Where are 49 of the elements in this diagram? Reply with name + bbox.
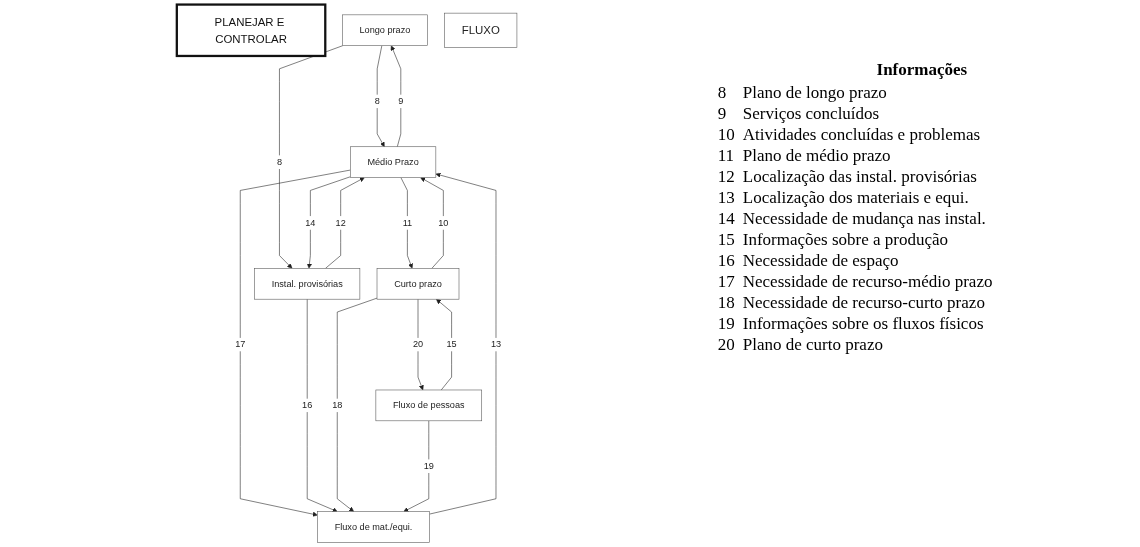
flow-number: 9 <box>716 103 728 124</box>
node-box: PLANEJAR E CONTROLAR <box>175 3 327 58</box>
flow-description: Localização das instal. provisórias <box>741 166 978 187</box>
node-box: Médio Prazo <box>350 146 437 178</box>
flow-description: Serviços concluídos <box>741 103 881 124</box>
node-box: Instal. provisórias <box>254 268 361 300</box>
flow-description: Atividades concluídas e problemas <box>741 124 982 145</box>
edge-label: 9 <box>398 96 404 106</box>
flow-number: 10 <box>716 124 736 145</box>
edge-label: 12 <box>335 217 346 228</box>
flow-description: Plano de curto prazo <box>741 334 884 355</box>
edge-label: 18 <box>332 400 343 410</box>
flow-number: 20 <box>716 334 736 355</box>
flow-number: 12 <box>716 166 736 187</box>
flow-number: 18 <box>716 292 736 313</box>
flow-description: Informações sobre a produção <box>741 229 950 250</box>
node-box: Fluxo de pessoas <box>375 389 482 422</box>
node-box: Longo prazo <box>342 14 428 46</box>
flow-description: Localização dos materiais e equi. <box>741 187 970 208</box>
flow-description: Plano de longo prazo <box>741 82 888 103</box>
flow-description: Plano de médio prazo <box>741 145 892 166</box>
flow-number: 14 <box>716 208 736 229</box>
flow-description: Informações sobre os fluxos físicos <box>741 313 985 334</box>
edge-label: 17 <box>235 339 246 350</box>
node-box: Fluxo de mat./equi. <box>317 511 430 543</box>
flow-description: Necessidade de recurso-médio prazo <box>741 271 994 292</box>
edge-label: 8 <box>276 157 282 167</box>
flow-number: 17 <box>716 271 736 292</box>
node-box: Curto prazo <box>376 268 460 300</box>
flow-number: 19 <box>716 313 736 334</box>
edge-label: 14 <box>305 217 316 228</box>
edge-label: 13 <box>490 339 502 350</box>
edge-label: 11 <box>402 217 413 228</box>
edge-label: 20 <box>412 339 424 350</box>
edge-label: 8 <box>374 96 380 106</box>
flow-description: Necessidade de recurso-curto prazo <box>741 292 986 313</box>
flow-number: 15 <box>716 229 736 250</box>
flow-number: 11 <box>716 145 736 166</box>
flow-description: Necessidade de mudança nas instal. <box>741 208 987 229</box>
flow-number: 8 <box>716 82 728 103</box>
edge-label: 15 <box>446 339 457 350</box>
flow-number: 16 <box>716 250 736 271</box>
flow-number: 13 <box>716 187 736 208</box>
edge-label: 16 <box>302 400 313 410</box>
edge-label: 19 <box>423 461 434 471</box>
edge-label: 10 <box>438 217 449 228</box>
node-box: FLUXO <box>444 12 518 48</box>
flow-description: Necessidade de espaço <box>741 250 900 271</box>
legend-heading: Informações <box>875 60 969 80</box>
